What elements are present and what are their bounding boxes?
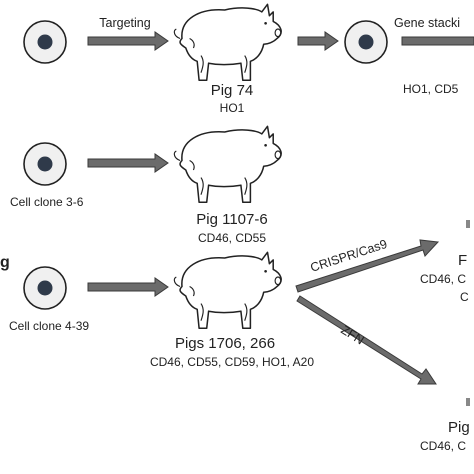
pig-name-label: Pig 74 bbox=[211, 82, 254, 99]
arrow-shape bbox=[296, 295, 437, 385]
upper-result-line1: F bbox=[458, 252, 467, 269]
upper-result-line3: C bbox=[460, 290, 469, 304]
right-genes-label: HO1, CD5 bbox=[403, 82, 459, 96]
lower-result-line2: CD46, C bbox=[420, 439, 466, 453]
cell-icon bbox=[344, 20, 388, 64]
arrow-shape bbox=[297, 31, 339, 51]
arrow-label-targeting: Targeting bbox=[99, 16, 150, 30]
arrow-shape bbox=[87, 153, 169, 173]
edge-mark bbox=[466, 398, 470, 406]
pig-icon bbox=[173, 3, 282, 82]
cell-clone-label: Cell clone 4-39 bbox=[9, 319, 89, 333]
pig-name-label: Pigs 1706, 266 bbox=[175, 335, 275, 352]
pig-genes-label: HO1 bbox=[220, 101, 245, 115]
arrow-label-zfn: ZFN bbox=[338, 323, 366, 348]
cell-icon bbox=[23, 20, 67, 64]
pig-icon bbox=[173, 251, 282, 330]
panel-letter: g bbox=[0, 254, 10, 271]
pig-genes-label: CD46, CD55, CD59, HO1, A20 bbox=[150, 355, 314, 369]
pig-icon bbox=[173, 125, 282, 204]
pig-genes-label: CD46, CD55 bbox=[198, 231, 266, 245]
arrow-shape bbox=[295, 239, 440, 293]
arrow-shape bbox=[87, 277, 169, 297]
arrow-shape bbox=[87, 31, 169, 51]
lower-result-line1: Pig bbox=[448, 419, 470, 436]
pig-name-label: Pig 1107-6 bbox=[196, 211, 267, 228]
cell-clone-label: Cell clone 3-6 bbox=[10, 195, 84, 209]
arrow-label-gene-stacking: Gene stacki bbox=[394, 16, 460, 30]
upper-result-line2: CD46, C bbox=[420, 272, 466, 286]
cell-icon bbox=[23, 266, 67, 310]
edge-mark bbox=[466, 220, 470, 228]
arrow-shape bbox=[401, 36, 474, 46]
cell-icon bbox=[23, 142, 67, 186]
